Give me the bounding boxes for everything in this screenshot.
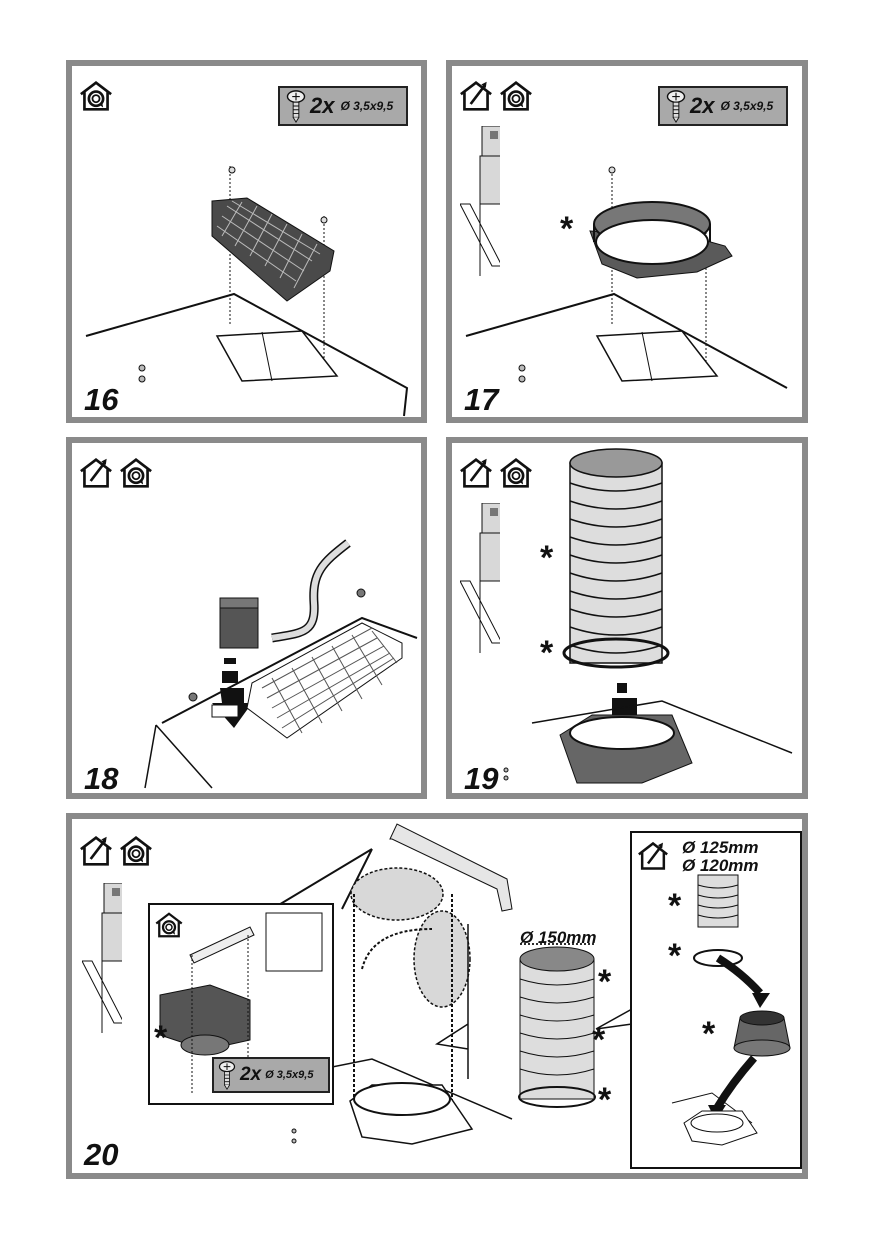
step-number: 20: [84, 1137, 119, 1172]
flexible-duct-illustration: [503, 448, 793, 784]
step-17-panel: 2x Ø 3,5x9,5 * 17: [446, 60, 808, 423]
screw-size: Ø 3,5x9,5: [265, 1069, 314, 1081]
optional-part-mark: *: [668, 887, 682, 925]
screw-quantity: 2x: [310, 93, 335, 118]
duct-connector-illustration: [465, 166, 788, 389]
recirculation-inset: * 2x Ø 3,5x9,5: [148, 903, 334, 1105]
screw-icon: [218, 1060, 236, 1090]
step-16-panel: 2x Ø 3,5x9,5 16: [66, 60, 427, 423]
screw-spec-box: 2x Ø 3,5x9,5: [658, 86, 788, 126]
optional-part-mark: *: [540, 539, 554, 577]
step-number: 16: [84, 382, 119, 417]
optional-part-mark: *: [598, 963, 612, 1001]
screw-spec-box: 2x Ø 3,5x9,5: [212, 1057, 330, 1093]
step-number: 18: [84, 761, 119, 796]
optional-part-mark: *: [154, 1019, 168, 1057]
screw-spec-box: 2x Ø 3,5x9,5: [278, 86, 408, 126]
step-20-panel: Ø 150mm * * * * 2x Ø 3,5x9,5 Ø 125mm Ø 1…: [66, 813, 808, 1179]
optional-part-mark: *: [598, 1081, 612, 1119]
power-plug-connection-illustration: [144, 539, 418, 789]
duct-diameter-label: Ø 150mm: [520, 928, 597, 947]
optional-part-mark: *: [540, 634, 554, 672]
grease-filter-illustration: [85, 166, 409, 417]
screw-quantity: 2x: [240, 1064, 262, 1085]
ducted-exhaust-inset: Ø 125mm Ø 120mm * * *: [630, 831, 802, 1169]
screw-size: Ø 3,5x9,5: [340, 99, 394, 113]
chimney-mount-illustration: [271, 823, 633, 1145]
step-number: 17: [464, 382, 499, 417]
optional-part-mark: *: [592, 1021, 606, 1059]
duct-diameter-label: Ø 120mm: [682, 856, 759, 875]
step-19-panel: * * 19: [446, 437, 808, 799]
step-number: 19: [464, 761, 499, 796]
optional-part-mark: *: [560, 210, 574, 248]
optional-part-mark: *: [668, 937, 682, 975]
optional-part-mark: *: [702, 1015, 716, 1053]
exhaust-duct-reducer-illustration: [671, 874, 791, 1146]
step-18-panel: 18: [66, 437, 427, 799]
duct-diameter-label: Ø 125mm: [682, 838, 759, 857]
screw-quantity: 2x: [690, 93, 715, 118]
screw-size: Ø 3,5x9,5: [720, 99, 774, 113]
carbon-filter-adapter-illustration: [159, 912, 323, 1095]
